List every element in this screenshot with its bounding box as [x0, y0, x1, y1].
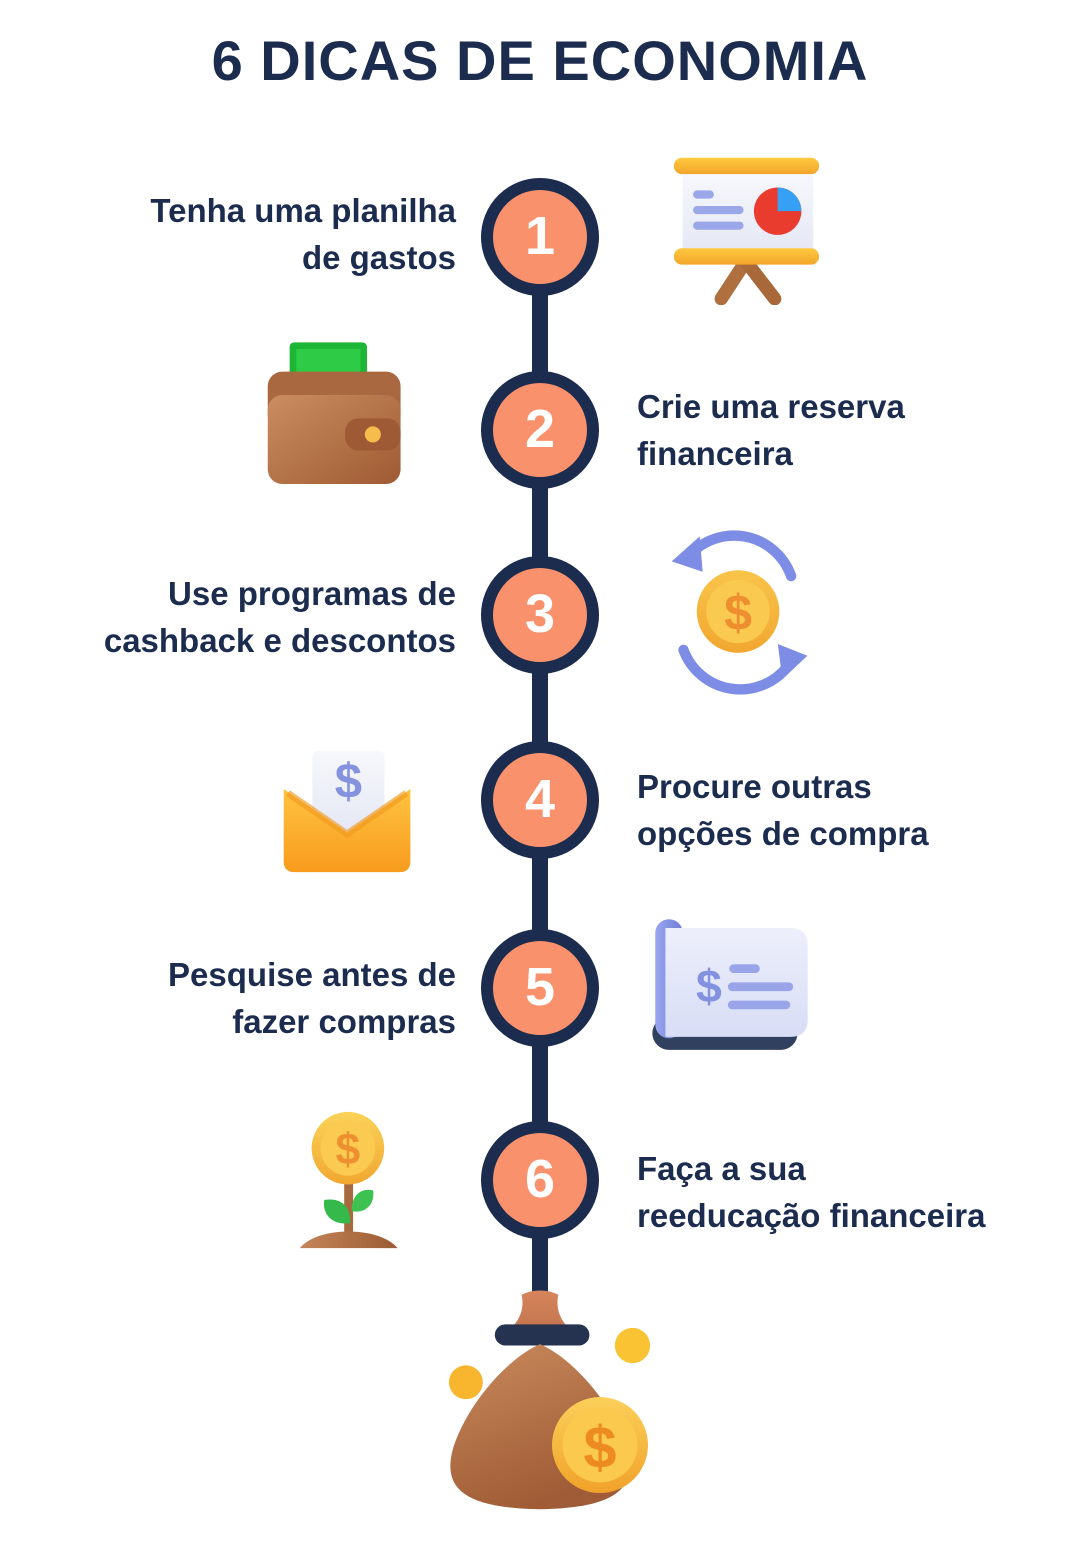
step-label-line: de gastos [301, 239, 456, 276]
step-5-badge: 5 [481, 929, 599, 1047]
step-label-line: Faça a sua [637, 1150, 806, 1187]
svg-text:$: $ [696, 960, 722, 1012]
cashback-exchange-icon: $ [671, 530, 808, 695]
step-6-label: Faça a sua reeducação financeira [637, 1145, 1057, 1239]
step-4-number: 4 [524, 769, 556, 829]
step-label-line: reeducação financeira [637, 1197, 986, 1234]
step-label-line: Pesquise antes de [168, 956, 456, 993]
step-5-label: Pesquise antes de fazer compras [36, 951, 456, 1045]
money-bag-icon: $ [448, 1290, 651, 1510]
svg-text:$: $ [335, 755, 362, 809]
svg-text:$: $ [336, 1125, 361, 1174]
step-label-line: Procure outras [637, 768, 872, 805]
step-label-line: fazer compras [232, 1003, 456, 1040]
envelope-money-icon: $ [283, 750, 411, 873]
svg-text:$: $ [584, 1414, 617, 1481]
step-6-badge: 6 [481, 1121, 599, 1239]
svg-text:$: $ [724, 585, 752, 641]
money-plant-icon: $ [299, 1111, 398, 1249]
step-label-line: opções de compra [637, 815, 929, 852]
step-1-number: 1 [524, 206, 556, 266]
step-2-label: Crie uma reserva financeira [637, 383, 1057, 477]
presentation-board-icon [673, 157, 820, 305]
invoice-scroll-icon: $ [652, 919, 808, 1050]
step-label-line: cashback e descontos [103, 622, 456, 659]
step-label-line: Tenha uma planilha [150, 192, 456, 229]
step-3-number: 3 [524, 584, 556, 644]
step-label-line: Crie uma reserva [637, 388, 905, 425]
step-6-number: 6 [524, 1149, 556, 1209]
step-label-line: financeira [637, 435, 793, 472]
step-5-number: 5 [524, 957, 556, 1017]
step-1-badge: 1 [481, 178, 599, 296]
step-3-label: Use programas de cashback e descontos [36, 570, 456, 664]
step-3-badge: 3 [481, 556, 599, 674]
step-2-number: 2 [524, 399, 556, 459]
step-4-label: Procure outras opções de compra [637, 763, 1057, 857]
step-label-line: Use programas de [168, 575, 456, 612]
wallet-money-icon [267, 342, 401, 485]
step-2-badge: 2 [481, 371, 599, 489]
page-title: 6 DICAS DE ECONOMIA [211, 29, 869, 92]
step-4-badge: 4 [481, 741, 599, 859]
step-1-label: Tenha uma planilha de gastos [36, 187, 456, 281]
